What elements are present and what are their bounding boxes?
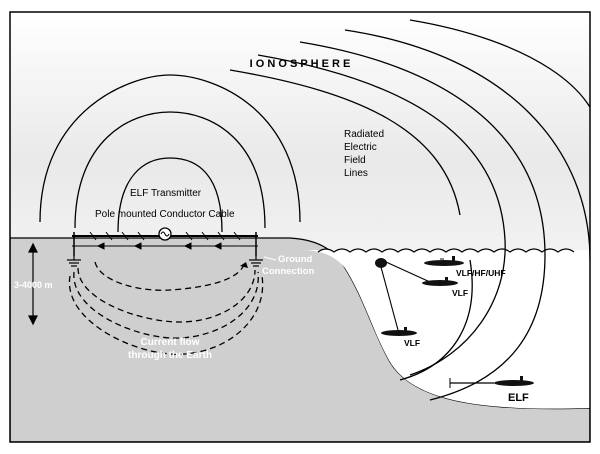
svg-text:Radiated: Radiated — [344, 129, 384, 140]
submarine-icon — [424, 256, 464, 266]
ionosphere-label: I O N O S P H E R E — [250, 58, 351, 70]
svg-text:Current flow: Current flow — [141, 337, 200, 348]
submarine-icon — [449, 376, 534, 388]
generator-icon — [158, 227, 172, 241]
ground-symbol-icon — [67, 256, 81, 267]
submarine-icon — [381, 327, 417, 336]
depth-label: 3-4000 m — [14, 280, 53, 290]
vlf-hf-uhf-label: VLF/HF/UHF — [456, 268, 506, 278]
pole-cable-label: Pole mounted Conductor Cable — [95, 209, 235, 220]
ground-connection-label: Ground Connection — [262, 254, 314, 277]
depth-arrow — [28, 242, 38, 326]
elf-label: ELF — [508, 392, 529, 404]
svg-text:through the Earth: through the Earth — [128, 350, 212, 361]
svg-text:Lines: Lines — [344, 168, 368, 179]
current-flow-label: Current flow through the Earth — [128, 337, 212, 361]
svg-text:Electric: Electric — [344, 142, 377, 153]
sea-surface-waves — [317, 248, 575, 253]
vlf-deep-label: VLF — [404, 338, 420, 348]
current-flow-arrowhead — [240, 262, 248, 268]
diagram-frame — [9, 11, 591, 443]
current-flow-lines — [68, 261, 264, 355]
radiated-lines-label: Radiated Electric Field Lines — [344, 129, 384, 179]
svg-text:Field: Field — [344, 155, 366, 166]
conductor-cable — [72, 231, 258, 256]
svg-text:Connection: Connection — [262, 266, 314, 277]
communication-tethers — [380, 261, 431, 331]
ground-connection-pointer — [263, 256, 277, 261]
field-lines — [39, 19, 590, 401]
elf-transmitter-label: ELF Transmitter — [130, 188, 202, 199]
buoy-icon — [375, 258, 387, 268]
ground-symbol-icon — [249, 256, 263, 267]
svg-text:Ground: Ground — [278, 254, 312, 265]
submarine-icon — [422, 277, 458, 286]
sea-region — [300, 250, 590, 409]
vlf-near-label: VLF — [452, 288, 468, 298]
